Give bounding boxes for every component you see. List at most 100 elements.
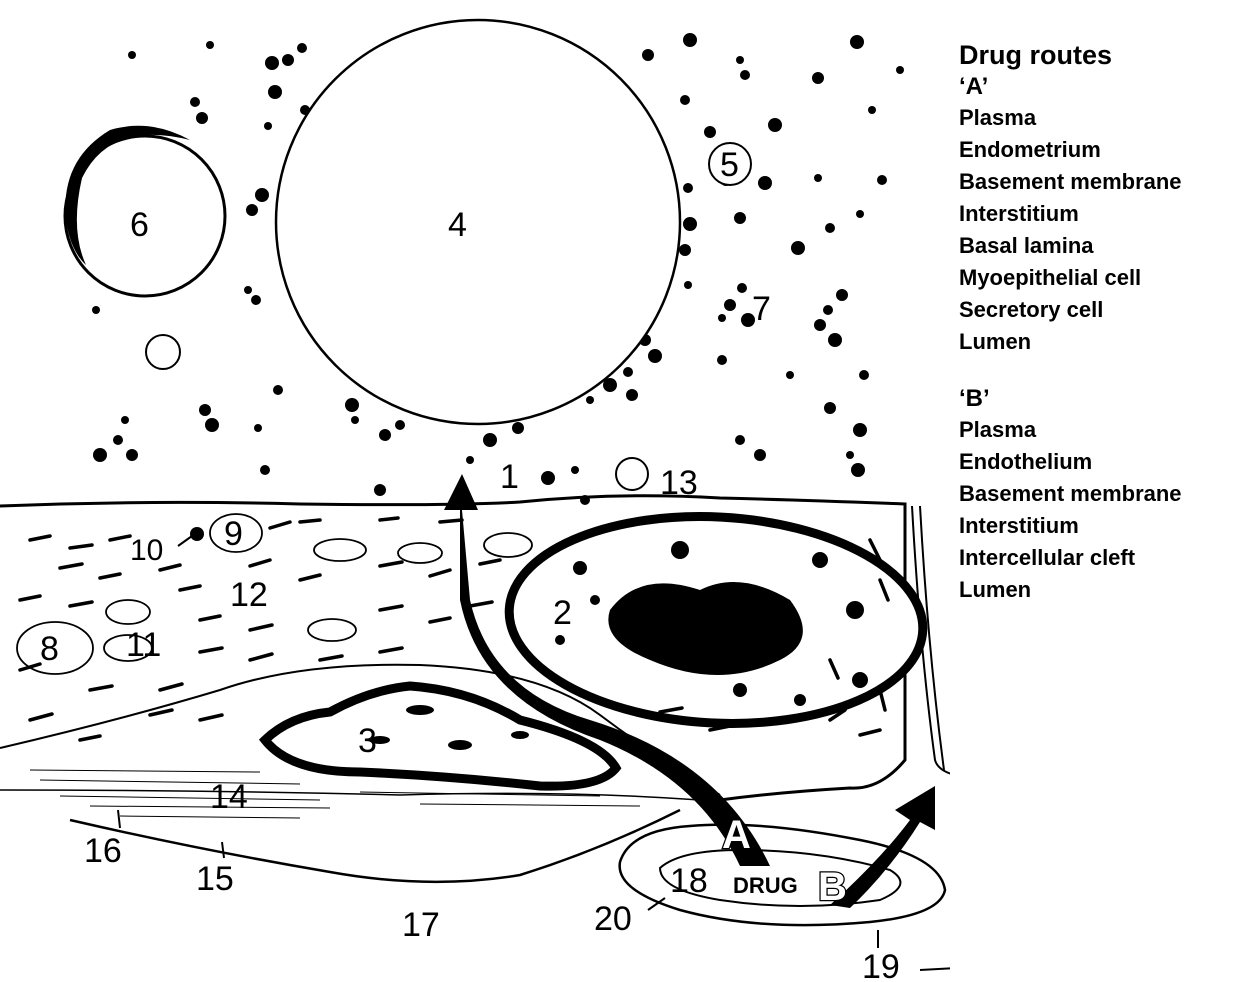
granule-dot <box>896 66 904 74</box>
lumen-circle <box>276 20 680 424</box>
granule-dot <box>251 295 261 305</box>
granule-dot <box>265 56 279 70</box>
label-8: 8 <box>40 630 59 668</box>
fiber-dash <box>300 520 320 522</box>
granule-dot <box>851 463 865 477</box>
granule-dot <box>264 122 272 130</box>
granule-dot <box>737 283 747 293</box>
route-a-step: Myoepithelial cell <box>959 262 1238 294</box>
route-a-list: Plasma Endometrium Basement membrane Int… <box>959 102 1238 358</box>
small-circle <box>146 335 180 369</box>
route-b-step: Lumen <box>959 574 1238 606</box>
granule-dot <box>395 420 405 430</box>
fiber-dash <box>30 536 50 540</box>
granule-dot <box>836 289 848 301</box>
granule-dot <box>684 281 692 289</box>
fiber-dash <box>60 564 82 568</box>
granule-dot <box>351 416 359 424</box>
label-17: 17 <box>402 906 440 944</box>
legend-title: Drug routes <box>959 38 1238 72</box>
fiber-dash <box>20 664 40 670</box>
granule-dot <box>853 423 867 437</box>
nucleus-3 <box>265 686 616 786</box>
granule-dot <box>679 244 691 256</box>
granule-dot <box>483 433 497 447</box>
label-12: 12 <box>230 576 268 614</box>
label-10: 10 <box>130 534 163 567</box>
granule-dot <box>374 484 386 496</box>
fiber-dash <box>480 560 500 564</box>
granule-dot <box>623 367 633 377</box>
fiber-dash <box>70 545 92 548</box>
label-15: 15 <box>196 860 234 898</box>
granule-dot <box>379 429 391 441</box>
granule-dot <box>206 41 214 49</box>
granule-dot <box>768 118 782 132</box>
granule-dot <box>786 371 794 379</box>
granule-dot <box>791 241 805 255</box>
fiber-dash <box>200 715 222 720</box>
route-a-step: Lumen <box>959 326 1238 358</box>
fiber-dash <box>150 710 172 715</box>
fiber-ovals <box>17 514 532 674</box>
fiber-dash <box>430 618 450 622</box>
basal-edge <box>70 810 680 882</box>
granule-dot <box>683 183 693 193</box>
label-16: 16 <box>84 832 122 870</box>
granule-dot <box>254 424 262 432</box>
granule-dot <box>758 176 772 190</box>
granule-dot <box>877 175 887 185</box>
fiber-dash <box>90 686 112 690</box>
label-19: 19 <box>862 948 900 982</box>
granule-dot <box>541 471 555 485</box>
granule-dot <box>648 349 662 363</box>
granule-dot <box>828 333 842 347</box>
striated-layer <box>0 790 700 800</box>
fiber-dash <box>270 522 290 528</box>
route-b-step: Plasma <box>959 414 1238 446</box>
dark-dot <box>190 527 204 541</box>
granule-dot <box>626 389 638 401</box>
fiber-dash <box>380 562 402 566</box>
granule-dot <box>121 416 129 424</box>
granule-dot <box>846 451 854 459</box>
granule-dot <box>190 97 200 107</box>
small-circle <box>616 458 648 490</box>
label-18: 18 <box>670 862 708 900</box>
fiber-dash <box>80 736 100 740</box>
label-14: 14 <box>210 778 248 816</box>
granule-dot <box>586 396 594 404</box>
granule-dot <box>718 314 726 322</box>
label-4: 4 <box>448 206 467 244</box>
granule-dot <box>823 305 833 315</box>
label-7: 7 <box>752 290 771 328</box>
granule-dot <box>850 35 864 49</box>
label-11: 11 <box>126 626 161 664</box>
granule-dot <box>196 112 208 124</box>
label-20: 20 <box>594 900 632 938</box>
granule-dot <box>856 210 864 218</box>
diagram-canvas: 4 6 5 7 1 13 9 10 12 8 11 2 3 14 16 15 1… <box>0 0 950 982</box>
granule-dot <box>297 43 307 53</box>
granule-dot <box>128 51 136 59</box>
route-b-step: Interstitium <box>959 510 1238 542</box>
label-6: 6 <box>130 206 149 244</box>
granule-dot <box>282 54 294 66</box>
granule-dot <box>113 435 123 445</box>
granule-dot <box>734 212 746 224</box>
granule-dot <box>93 448 107 462</box>
granule-dot <box>205 418 219 432</box>
route-b-step: Endothelium <box>959 446 1238 478</box>
fiber-dash <box>470 602 492 606</box>
granule-dot <box>92 306 100 314</box>
route-a-step: Basement membrane <box>959 166 1238 198</box>
fiber-dash <box>180 586 200 590</box>
route-b-step: Intercellular cleft <box>959 542 1238 574</box>
granule-dot <box>255 188 269 202</box>
route-a-step: Plasma <box>959 102 1238 134</box>
granule-dot <box>268 85 282 99</box>
granule-dot <box>244 286 252 294</box>
granule-dot <box>814 174 822 182</box>
fiber-dash <box>250 560 270 566</box>
granule-dot <box>246 204 258 216</box>
